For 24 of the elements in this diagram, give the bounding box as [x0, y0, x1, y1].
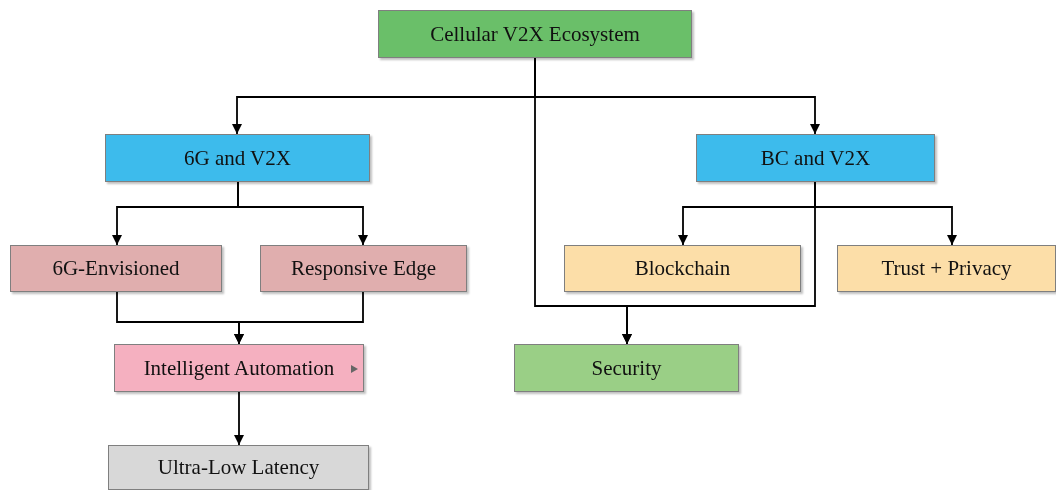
arrow	[622, 181, 816, 345]
process-box	[564, 245, 801, 292]
node-label: Trust + Privacy	[881, 256, 1012, 281]
process-box	[378, 10, 692, 58]
process-box	[837, 245, 1056, 292]
process-box	[105, 134, 370, 182]
process-box	[10, 245, 222, 292]
node-label: Blockchain	[634, 256, 731, 281]
node-label: Cellular V2X Ecosystem	[430, 21, 640, 47]
node-label: BC and V2X	[760, 145, 871, 171]
arrow	[234, 391, 244, 446]
node-label: Security	[591, 355, 662, 381]
node-label: Intelligent Automation	[143, 355, 335, 381]
node-label: Responsive Edge	[290, 256, 437, 281]
arrow	[237, 181, 368, 246]
process-box	[514, 344, 739, 392]
process-box	[260, 245, 467, 292]
arrow	[234, 291, 364, 345]
process-box	[114, 344, 364, 392]
node-label: 6G-Envisioned	[52, 256, 180, 281]
node-label: Ultra-Low Latency	[157, 455, 320, 480]
process-box	[108, 445, 369, 490]
node-label: 6G and V2X	[184, 145, 291, 171]
process-box	[696, 134, 935, 182]
